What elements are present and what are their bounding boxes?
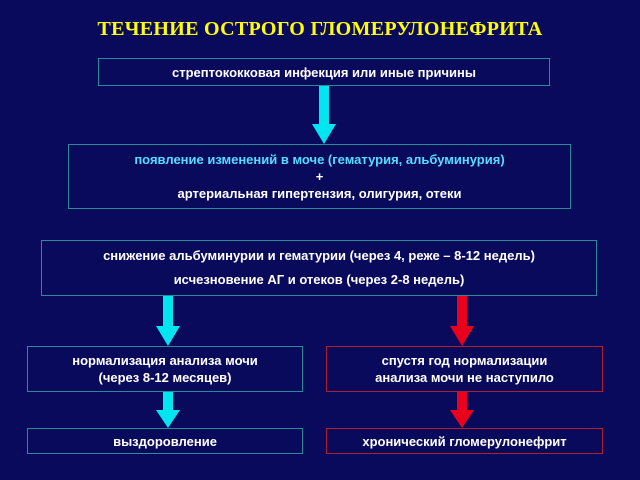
arrow-down-icon (312, 86, 336, 144)
box-urine-changes-line-1: появление изменений в моче (гематурия, а… (134, 152, 505, 167)
box-normalization-line-2: (через 8-12 месяцев) (98, 370, 232, 385)
box-normalization: нормализация анализа мочи (через 8-12 ме… (27, 346, 303, 392)
box-no-normalization-line-1: спустя год нормализации (381, 353, 548, 368)
box-chronic-line-1: хронический гломерулонефрит (362, 433, 567, 449)
arrow-down-icon (450, 296, 474, 346)
box-urine-changes-line-2: + (315, 169, 324, 184)
box-infection-line-1: стрептококковая инфекция или иные причин… (172, 64, 476, 80)
arrow-down-icon (156, 296, 180, 346)
box-recovery-line-1: выздоровление (113, 433, 217, 449)
arrow-down-icon (450, 392, 474, 428)
box-normalization-line-1: нормализация анализа мочи (72, 353, 258, 368)
box-reduction-line-1: снижение альбуминурии и гематурии (через… (103, 248, 535, 263)
box-recovery: выздоровление (27, 428, 303, 454)
box-no-normalization-line-2: анализа мочи не наступило (375, 370, 554, 385)
box-infection: стрептококковая инфекция или иные причин… (98, 58, 550, 86)
box-reduction: снижение альбуминурии и гематурии (через… (41, 240, 597, 296)
box-chronic: хронический гломерулонефрит (326, 428, 603, 454)
box-urine-changes-line-3: артериальная гипертензия, олигурия, отек… (177, 186, 462, 201)
diagram-title: ТЕЧЕНИЕ ОСТРОГО ГЛОМЕРУЛОНЕФРИТА (97, 18, 543, 40)
arrow-down-icon (156, 392, 180, 428)
box-reduction-line-2: исчезновение АГ и отеков (через 2-8 неде… (173, 272, 465, 287)
box-no-normalization: спустя год нормализации анализа мочи не … (326, 346, 603, 392)
box-urine-changes: появление изменений в моче (гематурия, а… (68, 144, 571, 209)
